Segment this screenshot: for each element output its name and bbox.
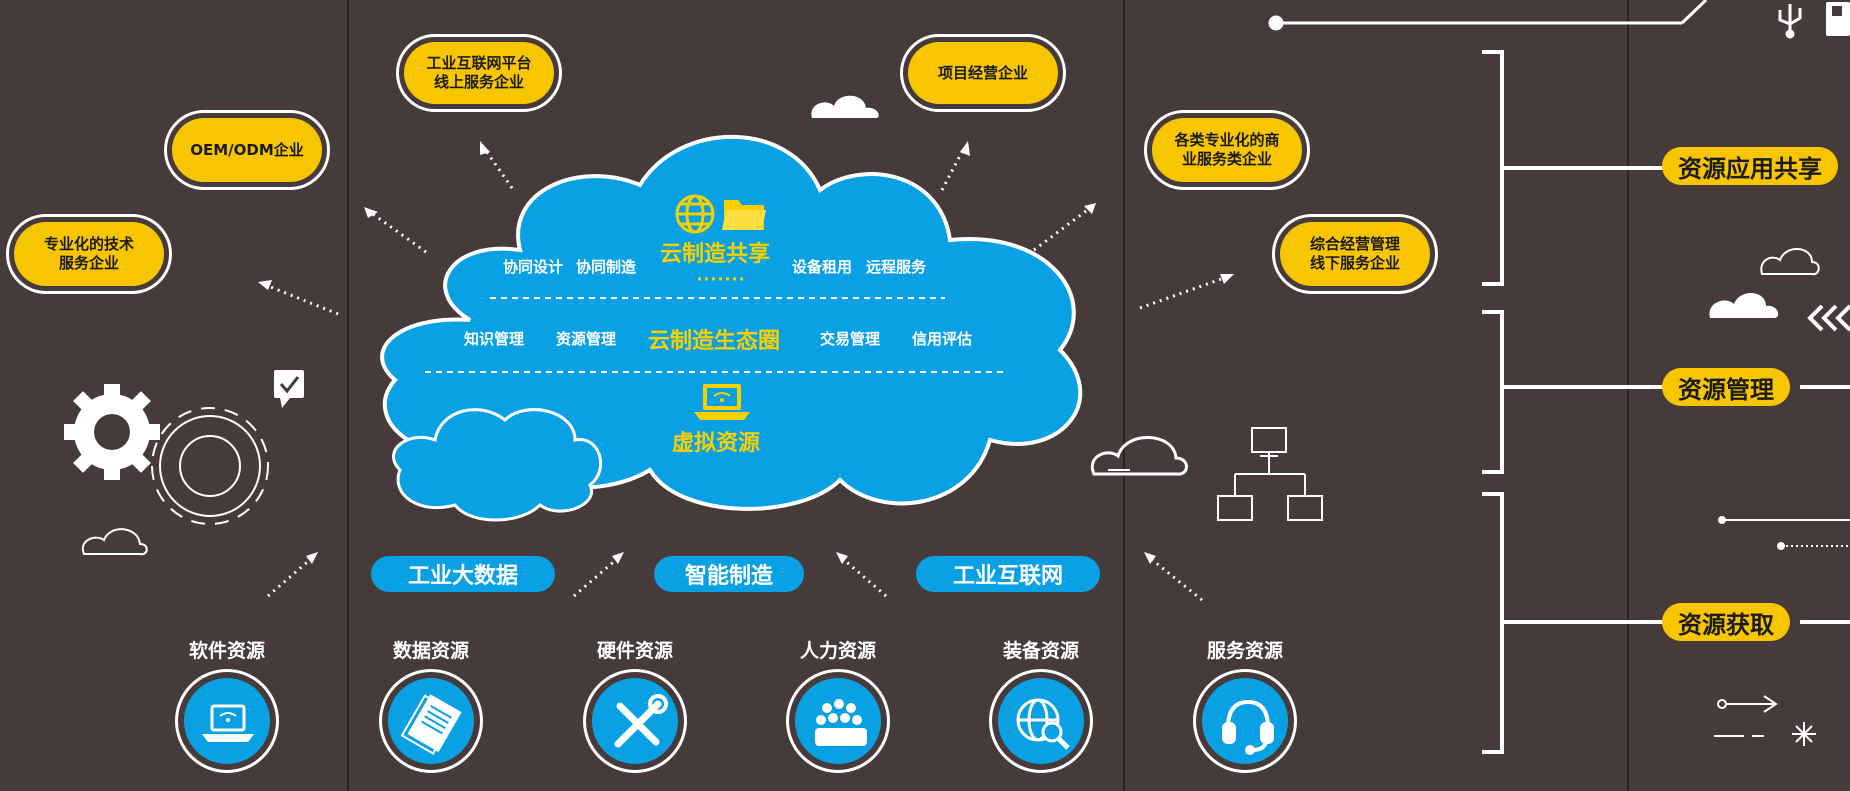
tech-tag-big-data: 工业大数据 <box>371 556 555 592</box>
main-cloud <box>380 134 1083 522</box>
folder-icon <box>722 200 766 230</box>
enterprise-pill: OEM/ODM企业 <box>164 110 330 190</box>
document-stack-icon <box>379 669 483 773</box>
network-devices-icon <box>1217 427 1323 521</box>
tech-tag-industrial-internet: 工业互联网 <box>916 556 1100 592</box>
decorative-lines <box>1714 516 1850 737</box>
cloud-item-credit-eval: 信用评估 <box>912 330 973 348</box>
cloud-item-resource-mgmt: 资源管理 <box>556 330 617 348</box>
enterprise-pill: 各类专业化的商 业服务类企业 <box>1144 110 1310 190</box>
globe-icon <box>675 194 715 234</box>
gear-outline-icon <box>151 407 269 525</box>
resource-label-data: 数据资源 <box>392 640 469 662</box>
cloud-outline-icon <box>81 248 1820 556</box>
resource-label-human: 人力资源 <box>799 640 876 662</box>
cloud-bottom-title: 虚拟资源 <box>672 431 761 456</box>
usb-icon <box>1778 4 1802 39</box>
resource-label-hardware: 硬件资源 <box>596 640 673 662</box>
laptop-wifi-icon <box>175 669 279 773</box>
enterprise-pill: 工业互联网平台 线上服务企业 <box>396 34 562 112</box>
cloud-top-title: 云制造共享 <box>660 242 771 267</box>
resource-label-equipment: 装备资源 <box>1002 640 1079 662</box>
enterprise-pill: 专业化的技术 服务企业 <box>6 214 172 294</box>
resource-label-software: 软件资源 <box>188 640 265 662</box>
laptop-wifi-icon <box>694 384 750 420</box>
cloud-item-collab-manufacture: 协同制造 <box>576 258 637 276</box>
cloud-item-remote-service: 远程服务 <box>866 258 927 276</box>
arrow-heads <box>258 141 1234 564</box>
connector-line <box>1268 0 1708 31</box>
cloud-item-trade-mgmt: 交易管理 <box>820 330 881 348</box>
resource-label-service: 服务资源 <box>1206 640 1283 662</box>
enterprise-pill: 项目经营企业 <box>900 34 1066 112</box>
double-chevron-left-icon <box>1807 304 1850 332</box>
dotted-arrows <box>267 147 1225 602</box>
cloud-icon <box>811 95 1779 318</box>
globe-search-icon <box>989 669 1093 773</box>
wrench-screwdriver-icon <box>583 669 687 773</box>
cloud-item-collab-design: 协同设计 <box>503 258 564 276</box>
cloud-mid-title: 云制造生态圈 <box>648 329 781 354</box>
gear-icon <box>64 384 160 480</box>
stage-resource-acquisition: 资源获取 <box>1662 603 1790 641</box>
cloud-item-equipment-lease: 设备租用 <box>792 258 853 276</box>
cloud-item-knowledge-mgmt: 知识管理 <box>464 330 525 348</box>
people-group-icon <box>786 669 890 773</box>
headset-icon <box>1193 669 1297 773</box>
enterprise-pill: 综合经营管理 线下服务企业 <box>1272 214 1438 294</box>
checkmark-badge-icon <box>274 370 304 408</box>
stage-brackets <box>1482 50 1850 754</box>
tech-tag-smart-manufacturing: 智能制造 <box>654 556 804 592</box>
stage-resource-sharing: 资源应用共享 <box>1662 147 1838 185</box>
sparkle-icon <box>1792 722 1816 746</box>
save-icon <box>1826 2 1850 36</box>
stage-resource-management: 资源管理 <box>1662 368 1790 406</box>
